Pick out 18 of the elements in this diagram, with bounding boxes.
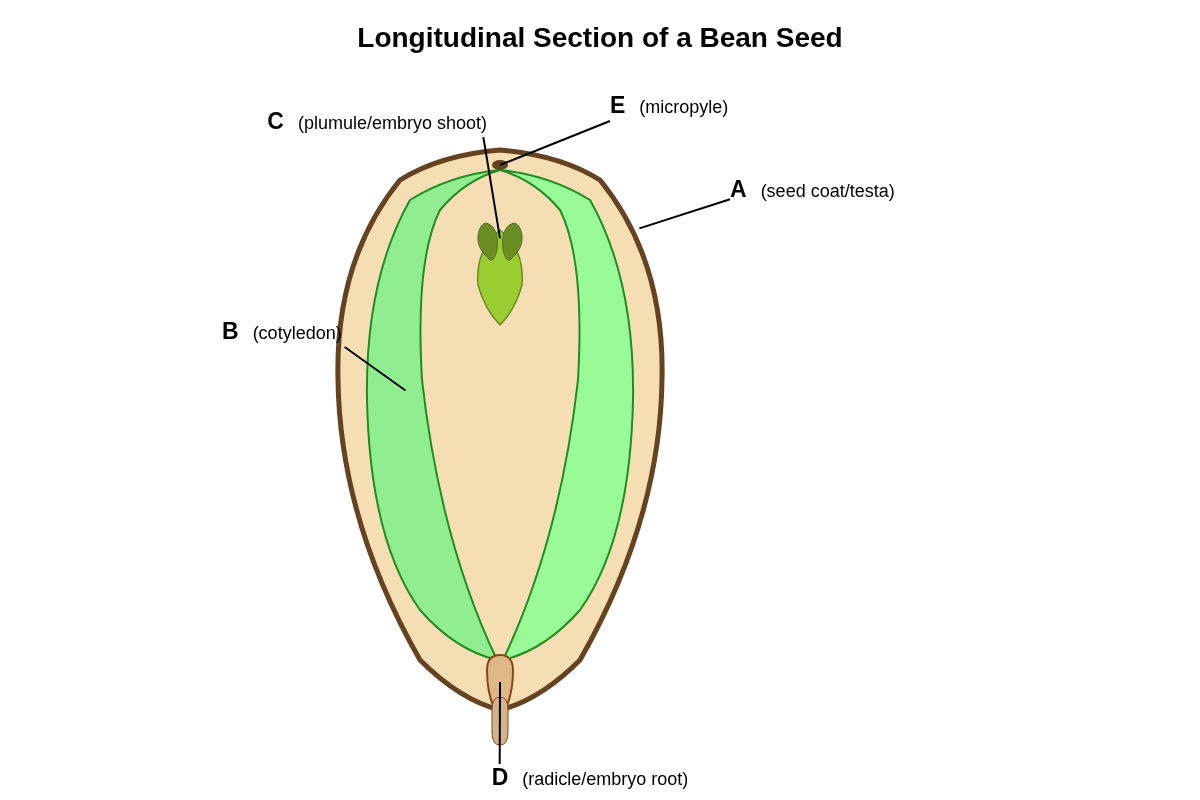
- plumule-drawing: [476, 222, 524, 326]
- part-name: (radicle/embryo root): [522, 769, 689, 790]
- callout-letter: D: [491, 764, 509, 791]
- diagram-title: Longitudinal Section of a Bean Seed: [356, 22, 844, 54]
- radicle-drawing: [486, 654, 514, 746]
- leader-line: [499, 120, 611, 166]
- part-name: (micropyle): [639, 97, 729, 118]
- leader-line: [482, 136, 501, 240]
- callout-letter: C: [267, 108, 284, 135]
- part-name: (plumule/embryo shoot): [297, 113, 487, 134]
- callout-letter: B: [222, 318, 239, 345]
- cotyledon-shape: [499, 169, 634, 661]
- leader-line: [638, 198, 731, 230]
- part-name: (seed coat/testa): [760, 181, 895, 202]
- leader-line: [343, 346, 407, 392]
- cotyledon-shape: [366, 169, 501, 661]
- callout-letter: E: [610, 92, 626, 119]
- callout-letter: A: [730, 176, 747, 203]
